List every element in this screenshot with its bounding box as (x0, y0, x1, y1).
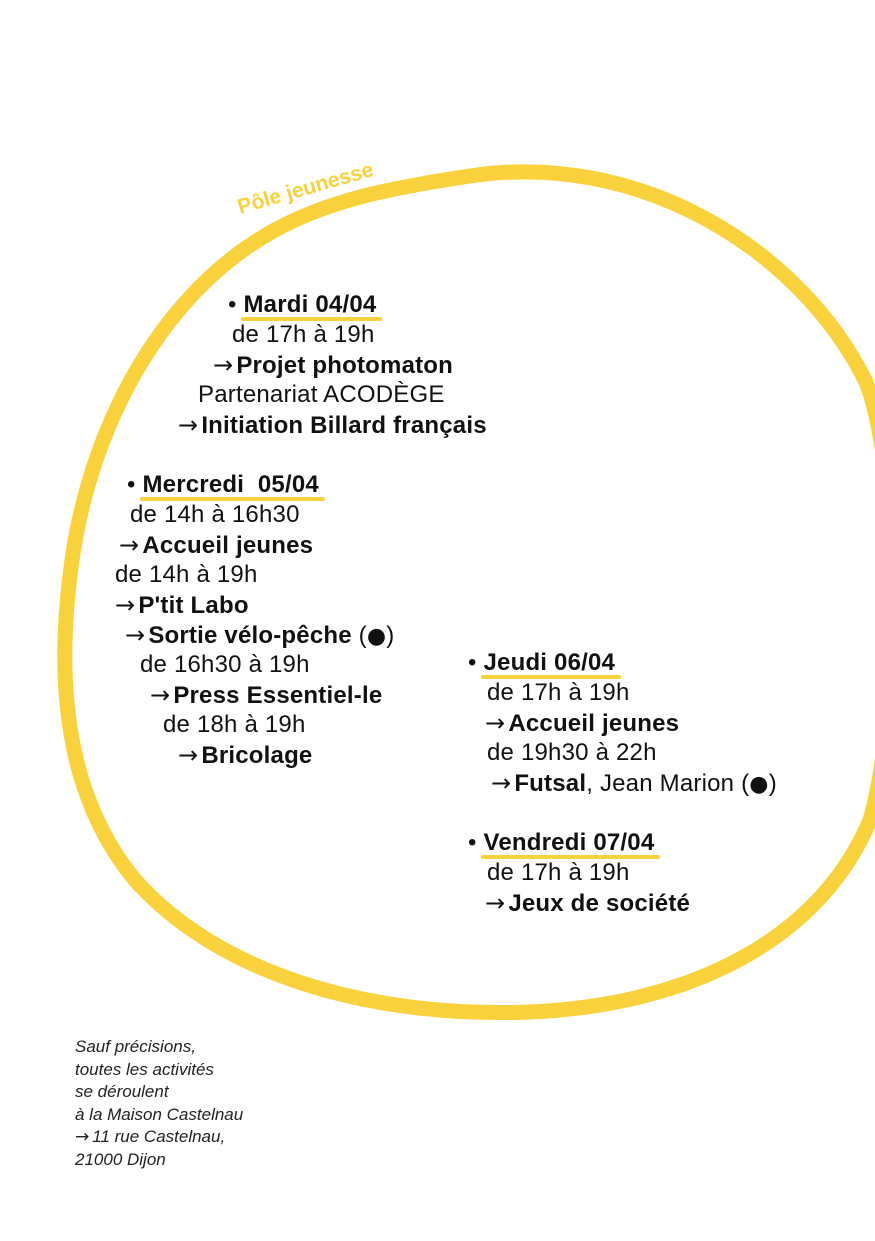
thursday-heading: • Jeudi 06/04 (468, 648, 622, 679)
wednesday-time-1: de 14h à 16h30 (130, 501, 300, 528)
footnote: Sauf précisions, toutes les activités se… (75, 1036, 243, 1171)
circle-marker-icon: ● (749, 772, 769, 797)
thursday-time-1: de 17h à 19h (487, 679, 630, 706)
bullet: • (127, 471, 136, 498)
wednesday-time-4: de 18h à 19h (163, 711, 306, 738)
footnote-line: 21000 Dijon (75, 1149, 166, 1169)
day-label: Mardi 04/04 (241, 290, 383, 321)
arrow-right-icon: → (115, 591, 136, 619)
bullet: • (468, 829, 477, 856)
tuesday-partner: Partenariat ACODÈGE (198, 381, 445, 408)
arrow-right-icon: → (485, 889, 506, 917)
arrow-right-icon: → (178, 411, 199, 439)
footnote-address: →11 rue Castelnau, (75, 1127, 226, 1147)
wednesday-activity-3: →Sortie vélo-pêche (●) (125, 621, 395, 649)
arrow-right-icon: → (119, 531, 140, 559)
circle-marker-icon: ● (366, 624, 387, 649)
wednesday-activity-2: →P'tit Labo (115, 591, 249, 619)
tuesday-time: de 17h à 19h (232, 321, 375, 348)
day-label: Jeudi 06/04 (481, 648, 622, 679)
tuesday-activity-1: →Projet photomaton (213, 351, 454, 379)
tuesday-activity-2: →Initiation Billard français (178, 411, 487, 439)
footnote-line: Sauf précisions, (75, 1037, 196, 1056)
bullet: • (468, 649, 477, 676)
arrow-right-icon: → (178, 741, 199, 769)
wednesday-time-3: de 16h30 à 19h (140, 651, 310, 678)
day-underline (481, 855, 661, 859)
arrow-right-icon: → (125, 621, 146, 649)
footnote-line: se déroulent (75, 1082, 169, 1101)
wednesday-time-2: de 14h à 19h (115, 561, 258, 588)
thursday-activity-2: →Futsal, Jean Marion (●) (491, 769, 777, 797)
arrow-right-icon: → (485, 709, 506, 737)
bullet: • (228, 291, 237, 318)
wednesday-activity-4: →Press Essentiel-le (150, 681, 383, 709)
day-label: Vendredi 07/04 (481, 828, 661, 859)
arrow-right-icon: → (75, 1127, 90, 1147)
arrow-right-icon: → (150, 681, 171, 709)
day-label: Mercredi 05/04 (140, 470, 325, 501)
day-underline (241, 317, 383, 321)
friday-time: de 17h à 19h (487, 859, 630, 886)
day-underline (481, 675, 622, 679)
wednesday-heading: • Mercredi 05/04 (127, 470, 325, 501)
tuesday-heading: • Mardi 04/04 (228, 290, 383, 321)
friday-heading: • Vendredi 07/04 (468, 828, 661, 859)
thursday-time-2: de 19h30 à 22h (487, 739, 657, 766)
friday-activity: →Jeux de société (485, 889, 691, 917)
day-underline (140, 497, 325, 501)
footnote-line: à la Maison Castelnau (75, 1104, 244, 1124)
wednesday-activity-5: →Bricolage (178, 741, 313, 769)
footnote-line: toutes les activités (75, 1059, 214, 1079)
arrow-right-icon: → (491, 769, 512, 797)
arrow-right-icon: → (213, 351, 234, 379)
wednesday-activity-1: →Accueil jeunes (119, 531, 314, 559)
thursday-activity-1: →Accueil jeunes (485, 709, 680, 737)
circle-stroke (57, 164, 875, 1021)
